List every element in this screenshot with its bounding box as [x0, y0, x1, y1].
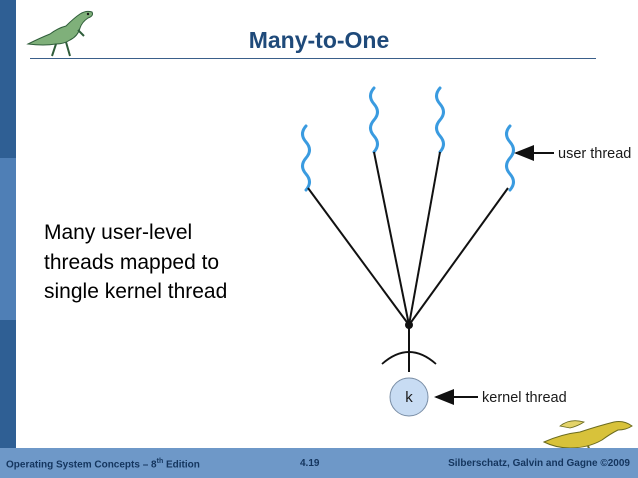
- footer-copyright: Silberschatz, Galvin and Gagne ©2009: [448, 458, 630, 469]
- footer-book-title: Operating System Concepts – 8th Edition: [6, 458, 200, 470]
- dinosaur-logo-icon: [26, 10, 93, 57]
- user-thread-squiggle-1: [301, 124, 311, 192]
- user-thread-squiggle-2: [369, 86, 379, 154]
- footer-slide-number: 4.19: [300, 458, 320, 469]
- footer-book-title-suffix: Edition: [163, 459, 200, 471]
- mapping-line-2: [373, 151, 410, 326]
- kernel-thread-label: kernel thread: [482, 390, 567, 406]
- slide-body-text: Many user-level threads mapped to single…: [44, 218, 284, 307]
- user-thread-squiggle-3: [435, 86, 445, 154]
- footer-bar: Operating System Concepts – 8th Edition …: [0, 448, 638, 478]
- body-line-3: single kernel thread: [44, 280, 228, 303]
- kernel-node-label: k: [405, 389, 413, 406]
- body-line-1: Many user-level: [44, 221, 193, 244]
- user-thread-squiggle-4: [505, 124, 515, 192]
- mapping-line-1: [307, 187, 410, 326]
- kernel-thread-node: [389, 377, 429, 417]
- title-underline: [30, 58, 596, 59]
- left-bar-segment-top: [0, 0, 16, 158]
- mapping-line-4: [408, 187, 509, 326]
- convergence-point: [405, 321, 413, 329]
- left-bar-segment-middle: [0, 158, 16, 320]
- many-to-one-diagram: k user thread kernel thread: [301, 86, 631, 417]
- slide-title: Many-to-One: [248, 27, 390, 53]
- mapping-line-3: [408, 151, 441, 326]
- user-thread-label: user thread: [558, 146, 631, 162]
- body-line-2: threads mapped to: [44, 250, 220, 274]
- kernel-arc: [381, 351, 437, 365]
- footer-book-title-prefix: Operating System Concepts – 8: [6, 459, 157, 471]
- footer-edition-sup: th: [156, 458, 164, 465]
- left-accent-bar: [0, 0, 16, 478]
- left-bar-segment-bottom: [0, 320, 16, 448]
